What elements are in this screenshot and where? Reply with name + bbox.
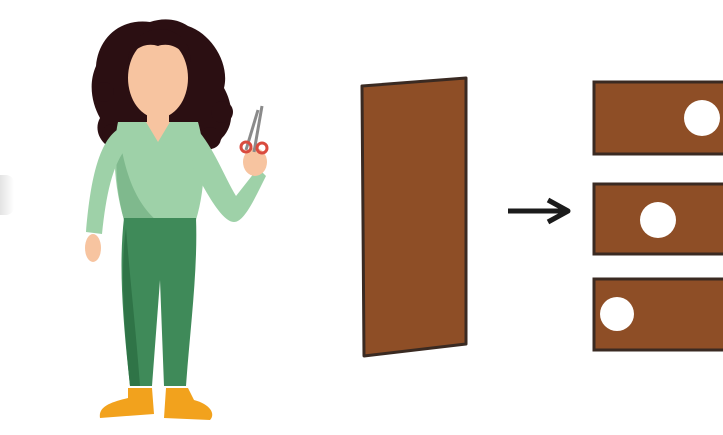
left-shoe xyxy=(100,388,154,418)
hole xyxy=(684,100,720,136)
left-hand xyxy=(85,234,101,262)
woman-with-scissors-icon xyxy=(85,19,267,420)
strip-1 xyxy=(594,82,723,154)
board-strip-with-hole-icon xyxy=(594,82,723,350)
strip-3 xyxy=(594,279,723,350)
right-shoe xyxy=(164,388,212,420)
scissors-icon xyxy=(241,106,267,153)
face xyxy=(128,38,188,118)
hole xyxy=(600,297,634,331)
hole xyxy=(640,202,676,238)
strip-2 xyxy=(594,184,723,254)
arrow-right-icon xyxy=(508,200,568,222)
board xyxy=(362,78,466,356)
rectangular-board-icon xyxy=(362,78,466,356)
